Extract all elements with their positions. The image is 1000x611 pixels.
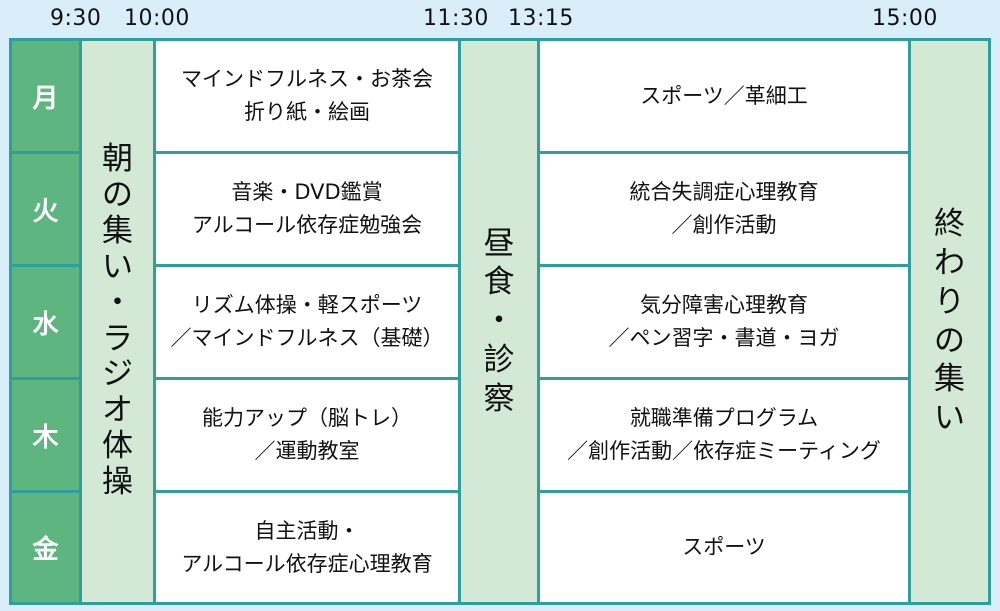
activity-line: ／運動教室 (254, 439, 360, 463)
lunch-band: 昼 食 ・ 診 察 (461, 41, 537, 602)
morning-activity-fri: 自主活動・ アルコール依存症心理教育 (156, 493, 458, 602)
morning-activity-thu: 能力アップ（脳トレ） ／運動教室 (156, 380, 458, 490)
time-label-1000: 10:00 (124, 6, 190, 31)
morning-gathering-band: 朝 の 集 い ・ ラ ジ オ 体 操 (82, 41, 153, 602)
afternoon-activity-thu: 就職準備プログラム ／創作活動／依存症ミーティング (540, 380, 908, 490)
morning-activity-mon: マインドフルネス・お茶会 折り紙・絵画 (156, 41, 458, 151)
activity-line: 統合失調症心理教育 (629, 180, 819, 205)
afternoon-activity-mon: スポーツ／革細工 (540, 41, 908, 151)
day-cell-wed: 水 (12, 267, 79, 377)
band-char: 体 (102, 428, 133, 465)
band-char: 集 (934, 361, 965, 398)
activity-line: 能力アップ（脳トレ） (202, 406, 412, 431)
day-label: 木 (32, 422, 59, 453)
time-label-1315: 13:15 (508, 6, 574, 31)
closing-gathering-band: 終 わ り の 集 い (911, 41, 988, 602)
morning-activity-tue: 音楽・DVD鑑賞 アルコール依存症勉強会 (156, 154, 458, 264)
time-label-0930: 9:30 (50, 6, 102, 31)
schedule-table: 月 火 水 木 金 朝 の 集 い ・ ラ ジ オ 体 操 マインドフルネス・お… (9, 38, 991, 605)
band-char: 昼 (483, 225, 515, 262)
day-label: 水 (32, 309, 59, 340)
day-cell-tue: 火 (12, 154, 79, 264)
day-label: 金 (32, 535, 59, 565)
band-char: ラ (102, 320, 133, 357)
band-char: ・ (483, 303, 515, 340)
band-char: 診 (483, 341, 515, 378)
band-char: 操 (102, 464, 133, 501)
band-char: 食 (483, 264, 515, 301)
morning-activity-wed: リズム体操・軽スポーツ ／マインドフルネス（基礎） (156, 267, 458, 377)
band-char: 察 (483, 380, 515, 417)
day-label: 月 (32, 83, 59, 114)
activity-line: アルコール依存症勉強会 (191, 213, 423, 237)
band-char: オ (102, 392, 133, 429)
activity-line: 就職準備プログラム (629, 406, 819, 431)
band-char: い (934, 400, 965, 436)
band-char: ・ (102, 284, 133, 321)
band-char: ジ (102, 356, 133, 393)
day-cell-fri: 金 (12, 493, 79, 602)
band-char: 朝 (102, 140, 133, 177)
time-label-1130: 11:30 (423, 6, 489, 31)
band-char: 終 (934, 206, 965, 243)
activity-line: ／創作活動／依存症ミーティング (567, 439, 881, 463)
band-char: い (102, 248, 133, 285)
band-char: 集 (102, 212, 133, 249)
activity-line: 気分障害心理教育 (640, 293, 808, 318)
time-label-1500: 15:00 (872, 6, 938, 31)
activity-line: スポーツ／革細工 (640, 83, 808, 108)
day-cell-mon: 月 (12, 41, 79, 151)
activity-line: リズム体操・軽スポーツ (191, 293, 423, 318)
day-cell-thu: 木 (12, 380, 79, 490)
afternoon-activity-wed: 気分障害心理教育 ／ペン習字・書道・ヨガ (540, 267, 908, 377)
band-char: の (934, 322, 965, 359)
band-char: わ (934, 245, 965, 281)
activity-line: スポーツ (682, 535, 766, 560)
activity-line: 自主活動・ (254, 518, 360, 543)
activity-line: 折り紙・絵画 (244, 100, 370, 124)
activity-line: ／ペン習字・書道・ヨガ (608, 326, 840, 350)
activity-line: マインドフルネス・お茶会 (181, 67, 433, 92)
activity-line: 音楽・DVD鑑賞 (231, 180, 383, 205)
activity-line: ／創作活動 (671, 213, 777, 237)
day-label: 火 (32, 196, 59, 227)
afternoon-activity-tue: 統合失調症心理教育 ／創作活動 (540, 154, 908, 264)
activity-line: アルコール依存症心理教育 (181, 551, 433, 576)
band-char: の (102, 176, 133, 213)
afternoon-activity-fri: スポーツ (540, 493, 908, 602)
band-char: り (934, 283, 965, 320)
activity-line: ／マインドフルネス（基礎） (170, 326, 444, 350)
